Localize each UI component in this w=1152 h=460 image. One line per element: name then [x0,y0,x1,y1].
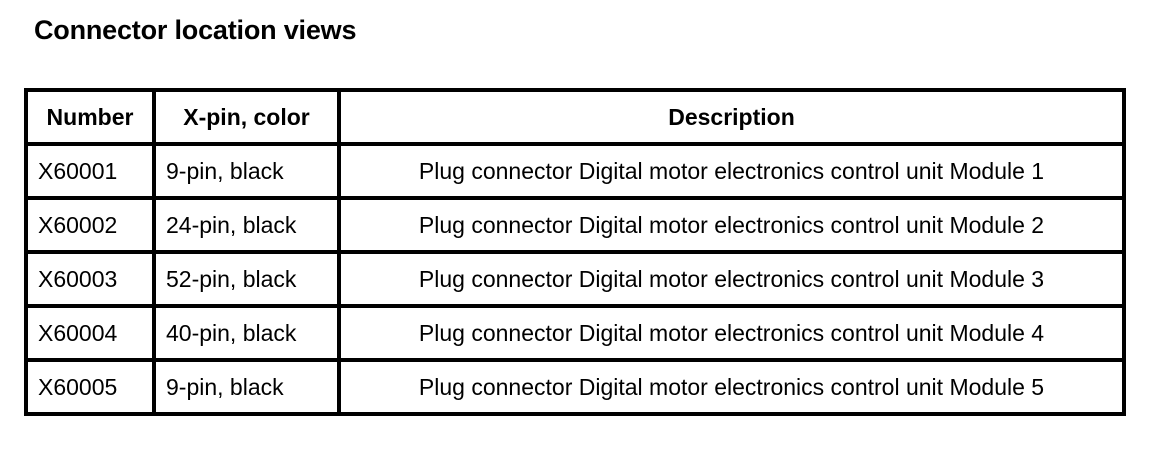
table-header-row: Number X-pin, color Description [24,88,1126,146]
cell-description: Plug connector Digital motor electronics… [337,358,1126,416]
table-row: X60001 9-pin, black Plug connector Digit… [24,142,1126,200]
cell-xpin-color: 40-pin, black [152,304,341,362]
column-header-xpin-color: X-pin, color [152,88,341,146]
page-title: Connector location views [34,15,357,45]
cell-number: X60005 [24,358,156,416]
cell-xpin-color: 24-pin, black [152,196,341,254]
cell-xpin-color: 9-pin, black [152,142,341,200]
cell-description: Plug connector Digital motor electronics… [337,304,1126,362]
cell-number: X60004 [24,304,156,362]
table-row: X60003 52-pin, black Plug connector Digi… [24,250,1126,308]
cell-description: Plug connector Digital motor electronics… [337,142,1126,200]
table-row: X60005 9-pin, black Plug connector Digit… [24,358,1126,416]
column-header-number: Number [24,88,156,146]
connector-table-container: Number X-pin, color Description X60001 9… [24,88,1126,416]
table-header: Number X-pin, color Description [24,88,1126,146]
cell-description: Plug connector Digital motor electronics… [337,196,1126,254]
cell-xpin-color: 52-pin, black [152,250,341,308]
cell-number: X60002 [24,196,156,254]
table-body: X60001 9-pin, black Plug connector Digit… [24,142,1126,416]
cell-xpin-color: 9-pin, black [152,358,341,416]
cell-number: X60003 [24,250,156,308]
cell-number: X60001 [24,142,156,200]
cell-description: Plug connector Digital motor electronics… [337,250,1126,308]
connector-location-table: Number X-pin, color Description X60001 9… [24,88,1126,416]
table-row: X60002 24-pin, black Plug connector Digi… [24,196,1126,254]
column-header-description: Description [337,88,1126,146]
table-row: X60004 40-pin, black Plug connector Digi… [24,304,1126,362]
